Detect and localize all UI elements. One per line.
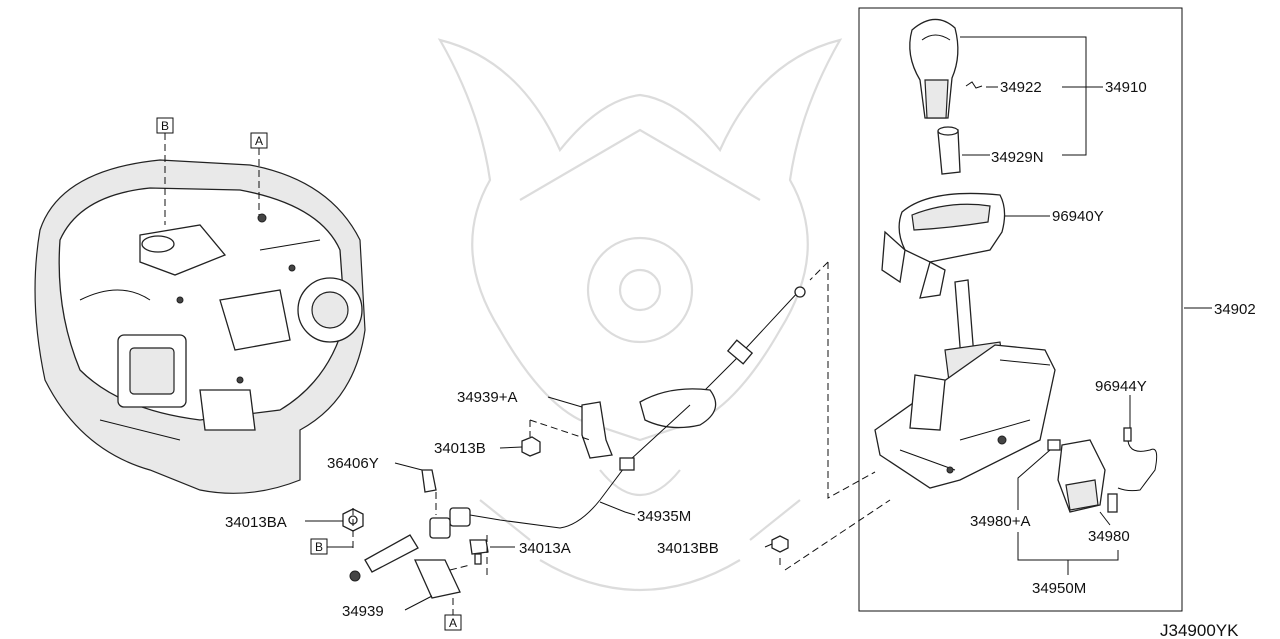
label-34013BB: 34013BB	[657, 540, 719, 557]
leader-lines	[305, 36, 1212, 611]
watermark-helmet	[437, 38, 843, 591]
ref-a-bottom: A	[444, 598, 462, 631]
label-34980: 34980	[1088, 528, 1130, 545]
label-34013BA: 34013BA	[225, 514, 287, 531]
svg-text:B: B	[161, 119, 169, 133]
harness-96944Y	[1107, 427, 1158, 513]
indicator-bezel	[881, 192, 1006, 299]
ref-a-transaxle: A	[250, 132, 268, 215]
shift-knob	[909, 18, 959, 119]
knob-insert	[937, 126, 961, 175]
ref-b-bottom: B	[310, 538, 353, 555]
label-34013A: 34013A	[519, 540, 571, 557]
shift-lock-solenoid	[1047, 439, 1106, 513]
svg-text:A: A	[255, 134, 263, 148]
label-34902: 34902	[1214, 301, 1256, 318]
label-34929N: 34929N	[991, 149, 1044, 166]
label-34013B: 34013B	[434, 440, 486, 457]
label-96940Y: 96940Y	[1052, 208, 1104, 225]
label-34935M: 34935M	[637, 508, 691, 525]
shift-lever-box	[858, 7, 1183, 612]
bolt-34013A	[469, 539, 489, 565]
svg-text:B: B	[315, 540, 323, 554]
ref-b-transaxle: B	[156, 117, 174, 225]
nut-34013B	[521, 436, 541, 457]
assembly-dashes	[352, 261, 891, 578]
label-34939-plus-a: 34939+A	[457, 389, 517, 406]
label-34922: 34922	[1000, 79, 1042, 96]
label-34910: 34910	[1105, 79, 1147, 96]
label-34950M: 34950M	[1032, 580, 1086, 597]
transaxle-assembly	[34, 159, 366, 494]
shift-lever-assembly	[874, 279, 1056, 489]
label-96944Y: 96944Y	[1095, 378, 1147, 395]
label-34980-plus-a: 34980+A	[970, 513, 1030, 530]
diagram-code: J34900YK	[1160, 621, 1239, 639]
bracket-34939A	[581, 401, 613, 459]
svg-text:A: A	[449, 616, 457, 630]
nut-34013BB	[771, 535, 789, 553]
label-34939: 34939	[342, 603, 384, 620]
label-36406Y: 36406Y	[327, 455, 379, 472]
control-cable	[349, 286, 806, 582]
bracket-34939	[413, 469, 461, 599]
clip-icon	[965, 81, 983, 89]
